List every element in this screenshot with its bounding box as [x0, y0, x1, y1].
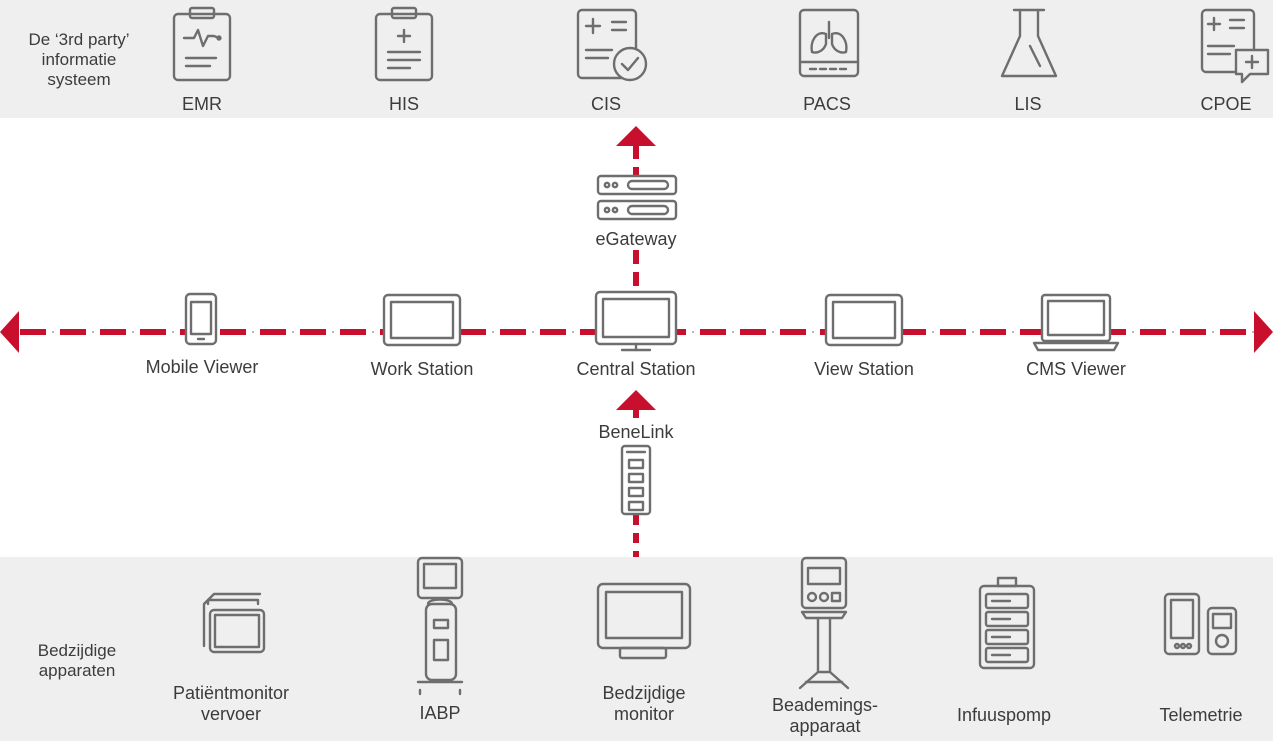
device-label-telemetrie: Telemetrie	[1159, 705, 1243, 725]
benelink-label: BeneLink	[598, 422, 674, 442]
device-label-iabp: IABP	[419, 703, 461, 723]
work-station-monitor-icon	[382, 293, 462, 347]
view-station-monitor-icon	[824, 293, 904, 347]
infusion-pump-icon	[978, 576, 1036, 670]
gateway-link	[616, 126, 656, 292]
node-label-central-station: Central Station	[576, 359, 696, 379]
benelink-link	[616, 390, 656, 557]
smartphone-icon	[184, 292, 218, 346]
transport-monitor-icon	[202, 592, 266, 654]
system-label-his: HIS	[388, 94, 419, 114]
cpoe-document-plus-icon	[1200, 8, 1270, 84]
his-clipboard-icon	[374, 6, 434, 82]
device-label-patientmonitor-vervoer: Patiëntmonitor vervoer	[172, 683, 290, 724]
bedside-devices-label: Bedzijdige apparaten	[37, 641, 117, 680]
emr-clipboard-icon	[172, 6, 232, 82]
ventilator-icon	[798, 556, 850, 690]
central-arrow-head	[616, 390, 656, 410]
node-label-mobile-viewer: Mobile Viewer	[145, 357, 259, 377]
module-rack-icon	[620, 444, 652, 516]
node-label-view-station: View Station	[814, 359, 914, 379]
node-label-cms-viewer: CMS Viewer	[1026, 359, 1126, 379]
system-label-cis: CIS	[590, 94, 621, 114]
device-label-bedzijdige-monitor: Bedzijdige monitor	[602, 683, 686, 724]
cis-arrow-head	[616, 126, 656, 146]
telemetry-icon	[1163, 592, 1238, 656]
iabp-icon	[416, 556, 464, 696]
pacs-lungs-xray-icon	[798, 8, 860, 78]
device-label-beademings-apparaat: Beademings-apparaat	[771, 695, 879, 736]
laptop-icon	[1032, 293, 1120, 352]
third-party-systems-label: De ‘3rd party’ informatie systeem	[28, 30, 130, 89]
system-label-cpoe: CPOE	[1200, 94, 1252, 114]
lis-flask-icon	[1000, 8, 1058, 78]
device-label-infuuspomp: Infuuspomp	[956, 705, 1052, 725]
system-label-lis: LIS	[1014, 94, 1042, 114]
gateway-label: eGateway	[595, 229, 677, 249]
bedside-monitor-icon	[596, 582, 692, 660]
desktop-monitor-icon	[594, 290, 678, 352]
left-arrow-head	[0, 311, 19, 353]
server-icon	[596, 174, 678, 221]
right-arrow-head	[1254, 311, 1273, 353]
cis-document-check-icon	[576, 8, 648, 82]
system-label-emr: EMR	[182, 94, 222, 114]
system-label-pacs: PACS	[803, 94, 851, 114]
node-label-work-station: Work Station	[370, 359, 474, 379]
